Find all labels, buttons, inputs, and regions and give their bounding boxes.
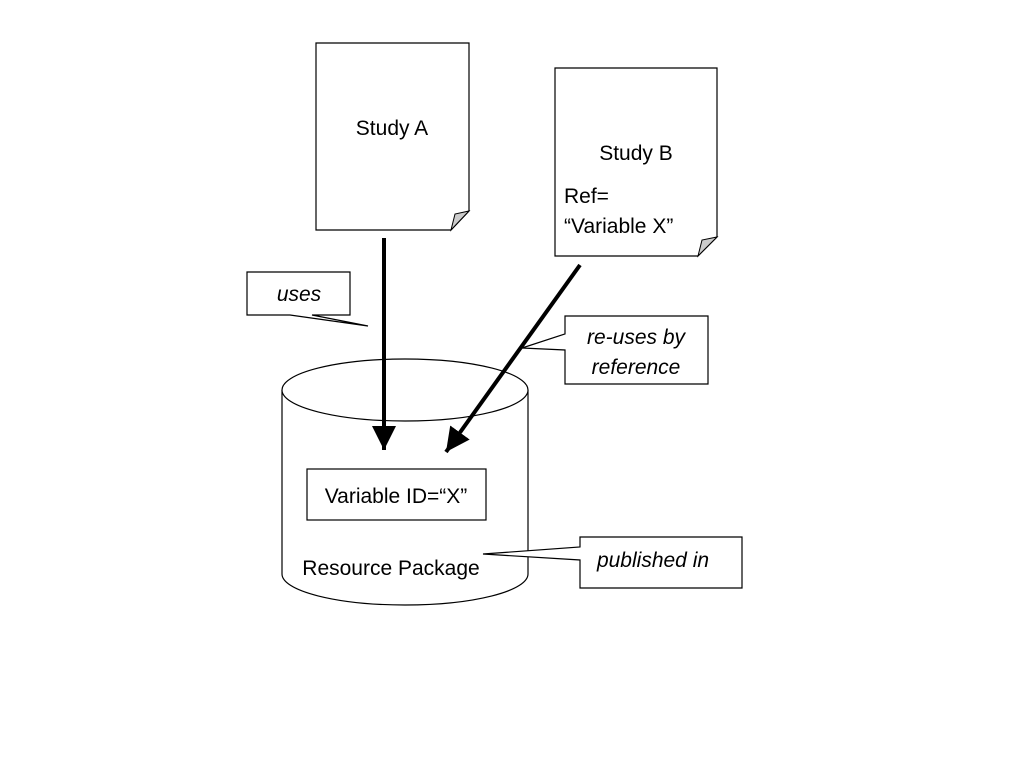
callout-uses-shape: [246, 271, 369, 327]
callout-reuses-by-reference: re-uses by reference: [521, 315, 709, 385]
study-b-document: Study B Ref= “Variable X”: [554, 67, 719, 258]
study-b-ref-line-1: Ref=: [564, 185, 609, 208]
study-b-ref-line-2: “Variable X”: [564, 215, 673, 238]
study-b-page-fold: [697, 236, 719, 258]
callout-published-shape: [482, 536, 743, 589]
study-a-title: Study A: [356, 117, 428, 140]
callout-reuses-line-1: re-uses by: [587, 326, 687, 349]
variable-box-frame: [306, 468, 487, 521]
callout-published-in: published in: [482, 536, 743, 589]
study-a-document: Study A: [315, 42, 471, 232]
callout-uses: uses: [246, 271, 369, 327]
study-b-title: Study B: [599, 142, 673, 165]
callout-reuses-shape: [521, 315, 709, 385]
callout-uses-text: uses: [277, 283, 322, 306]
study-a-page-fold: [450, 210, 471, 232]
cylinder-top: [281, 358, 529, 422]
variable-label: Variable ID=“X”: [325, 485, 468, 508]
resource-package-label: Resource Package: [302, 557, 479, 580]
callout-published-text: published in: [596, 549, 709, 572]
variable-box: Variable ID=“X”: [306, 468, 487, 521]
callout-reuses-line-2: reference: [592, 356, 681, 379]
arrow-study-b-to-variable: [444, 263, 582, 454]
